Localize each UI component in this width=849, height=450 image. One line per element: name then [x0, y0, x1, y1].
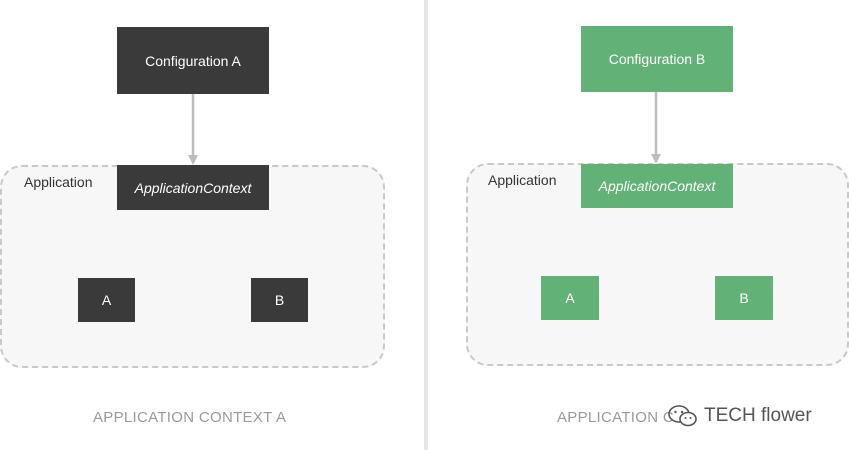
wechat-icon	[668, 405, 697, 427]
application-label-b: Application	[488, 172, 557, 188]
configuration-a-node: Configuration A	[117, 27, 269, 94]
panel-divider	[424, 0, 428, 450]
watermark-text: TECH flower	[704, 405, 812, 426]
watermark: TECH flower	[668, 404, 812, 428]
application-context-a-node: ApplicationContext	[117, 165, 269, 210]
application-label-a: Application	[24, 174, 93, 190]
caption-b: APPLICATION C	[557, 409, 674, 426]
application-context-b-node: ApplicationContext	[581, 164, 733, 208]
bean-a-node-panel-a: A	[78, 278, 135, 322]
bean-a-node-panel-b: A	[541, 276, 599, 320]
configuration-b-node: Configuration B	[581, 26, 733, 92]
caption-a: APPLICATION CONTEXT A	[93, 409, 287, 426]
bean-b-node-panel-b: B	[715, 276, 773, 320]
bean-b-node-panel-a: B	[251, 278, 308, 322]
